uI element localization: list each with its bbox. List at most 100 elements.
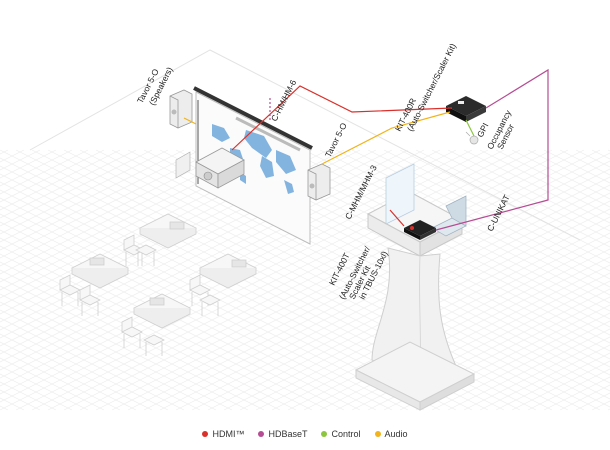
grid-line (0, 149, 185, 243)
grid-line (511, 149, 610, 200)
grid-line (207, 208, 610, 411)
grid-line (223, 216, 610, 411)
room-walls (29, 49, 581, 241)
grid-line (0, 149, 265, 283)
grid-line (447, 328, 610, 411)
grid-line (399, 304, 610, 411)
grid-line (399, 149, 610, 256)
grid-line (495, 149, 610, 208)
projection-screen (193, 86, 313, 245)
label-speaker-right: Tavor 5-O (323, 121, 349, 159)
grid-line (111, 160, 610, 411)
grid-line (255, 232, 610, 411)
cable-hdmi-lectern (389, 209, 405, 227)
grid-line (0, 293, 233, 411)
grid-line (0, 341, 137, 411)
cable-audio-left (183, 117, 197, 125)
grid-line (351, 149, 610, 280)
cable-hdmi-projector (231, 85, 453, 151)
legend-dot-hdmi (202, 431, 209, 437)
lectern (354, 163, 476, 411)
grid-line (495, 352, 610, 411)
grid-line (0, 365, 89, 411)
grid-line (0, 333, 153, 411)
grid-line (0, 357, 105, 411)
grid-line (463, 149, 610, 224)
grid-line (0, 149, 521, 411)
label-kit400r-2: (Auto-Switcher/Scaler Kit) (405, 42, 458, 133)
grid-line (367, 149, 610, 272)
grid-line (0, 285, 249, 411)
cables (183, 68, 549, 231)
grid-line (0, 149, 137, 219)
grid-line (0, 149, 105, 203)
legend-label: HDBaseT (268, 429, 308, 439)
grid-line (447, 149, 610, 232)
label-sensor-1: GPI (475, 121, 491, 139)
grid-line (0, 149, 217, 259)
grid-line (0, 149, 201, 251)
grid-line (0, 149, 169, 235)
legend-label: HDMI™ (212, 429, 245, 439)
grid-line (575, 149, 610, 168)
grid-line (15, 149, 537, 411)
legend-label: Audio (384, 429, 408, 439)
cable-control (465, 119, 475, 137)
grid-line (0, 317, 185, 411)
cable-audio-right (321, 111, 451, 165)
legend-label: Control (331, 429, 361, 439)
grid-line (527, 149, 610, 192)
kit400r-device (446, 96, 486, 122)
grid-line (591, 149, 610, 160)
legend: HDMI™ HDBaseT Control Audio (0, 429, 610, 439)
speaker-left (169, 89, 193, 129)
legend-item-audio: Audio (374, 429, 408, 439)
grid-line (415, 149, 610, 248)
grid-line (239, 224, 610, 411)
grid-line (463, 336, 610, 411)
grid-line (415, 312, 610, 411)
grid-line (575, 392, 610, 411)
grid-line (95, 152, 610, 411)
cable-hdbaset (435, 68, 549, 231)
grid-line (127, 168, 610, 411)
legend-item-hdbaset: HDBaseT (258, 429, 307, 439)
grid-line (431, 320, 610, 411)
grid-line (0, 381, 57, 411)
grid-line (0, 349, 121, 411)
occupancy-sensor (465, 131, 479, 145)
grid-line (0, 301, 217, 411)
grid-line (0, 149, 89, 195)
legend-dot-control (321, 431, 328, 437)
legend-item-control: Control (321, 429, 361, 439)
grid-line (79, 149, 601, 411)
grid-line (511, 360, 610, 411)
grid-line (191, 200, 610, 411)
grid-line (0, 149, 281, 291)
grid-line (271, 240, 610, 411)
grid-line (0, 149, 121, 211)
grid-line (47, 149, 569, 411)
grid-line (0, 149, 57, 179)
grid-line (0, 309, 201, 411)
grid-line (431, 149, 610, 240)
grid-line (0, 149, 249, 275)
grid-line (527, 368, 610, 411)
legend-dot-hdbaset (258, 431, 265, 437)
grid-line (479, 344, 610, 411)
grid-line (0, 325, 169, 411)
grid-line (31, 149, 553, 411)
grid-line (383, 296, 610, 411)
grid-line (383, 149, 610, 264)
label-cable-hdmi: C-HM/HM-6 (269, 78, 299, 123)
grid-line (0, 149, 441, 371)
grid-line (0, 149, 153, 227)
legend-dot-audio (374, 431, 381, 437)
classroom-desks (59, 213, 257, 356)
grid-line (63, 149, 585, 411)
grid-line (0, 149, 233, 267)
projector (175, 116, 301, 189)
grid-line (0, 149, 425, 363)
